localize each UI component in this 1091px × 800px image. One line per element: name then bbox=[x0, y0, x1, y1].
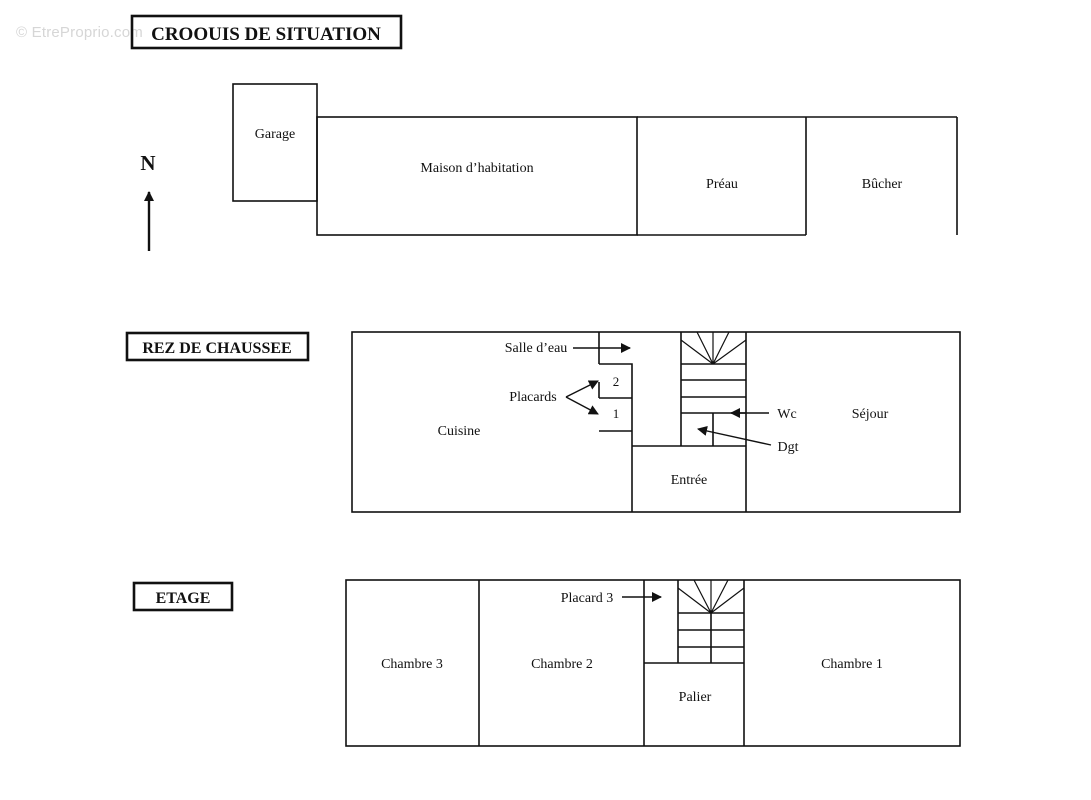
upper-floor-section: ETAGE Chambre 3 Chambre 2 Palier Chambre… bbox=[132, 579, 961, 747]
ground-floor-title-box bbox=[125, 331, 310, 362]
dgt-arrow bbox=[697, 426, 772, 446]
entree-label: Entrée bbox=[671, 473, 708, 488]
maison-label: Maison d’habitation bbox=[420, 161, 533, 176]
chambre-2-label: Chambre 2 bbox=[531, 657, 593, 672]
salle-deau-label: Salle d’eau bbox=[505, 341, 568, 356]
chambre-3-label: Chambre 3 bbox=[381, 657, 443, 672]
situation-section: CROOUIS DE SITUATION N Garage Maison d’h… bbox=[130, 14, 958, 251]
sejour-label: Séjour bbox=[852, 407, 889, 422]
upper-floor-outline bbox=[345, 579, 961, 747]
chambre-1-label: Chambre 1 bbox=[821, 657, 883, 672]
preau-bucher-outline bbox=[637, 116, 958, 236]
bucher-label: Bûcher bbox=[862, 177, 903, 192]
ground-floor-title: REZ DE CHAUSSEE bbox=[142, 340, 291, 357]
maison-room bbox=[316, 116, 638, 236]
cuisine-label: Cuisine bbox=[438, 424, 481, 439]
garage-label: Garage bbox=[255, 127, 295, 142]
watermark: © EtreProprio.com bbox=[16, 24, 143, 41]
upper-stair-box bbox=[678, 612, 744, 663]
entree-walls bbox=[632, 332, 747, 512]
ground-floor-outline bbox=[351, 331, 961, 513]
placards-label: Placards bbox=[509, 390, 556, 405]
situation-title: CROOUIS DE SITUATION bbox=[151, 24, 381, 45]
palier-label: Palier bbox=[679, 690, 712, 705]
placards-arrow-down bbox=[565, 396, 599, 415]
placard-1-number: 1 bbox=[613, 406, 620, 421]
ground-floor-section: REZ DE CHAUSSEE Cuisine Entrée Séjour Sa… bbox=[125, 331, 961, 513]
dgt-label: Dgt bbox=[778, 440, 799, 455]
placard-2-number: 2 bbox=[613, 374, 620, 389]
ground-stair-winders bbox=[680, 331, 747, 365]
wc-label: Wc bbox=[777, 407, 796, 422]
situation-title-box bbox=[130, 14, 403, 50]
garage-room bbox=[232, 83, 318, 202]
preau-label: Préau bbox=[706, 177, 738, 192]
placards-arrow-up bbox=[565, 380, 599, 398]
upper-stair-winders bbox=[677, 579, 745, 614]
upper-floor-title-box bbox=[132, 581, 234, 612]
upper-floor-title: ETAGE bbox=[156, 590, 211, 607]
north-label: N bbox=[140, 151, 155, 175]
placard-3-label: Placard 3 bbox=[561, 591, 613, 606]
upper-floor-walls bbox=[478, 580, 745, 746]
